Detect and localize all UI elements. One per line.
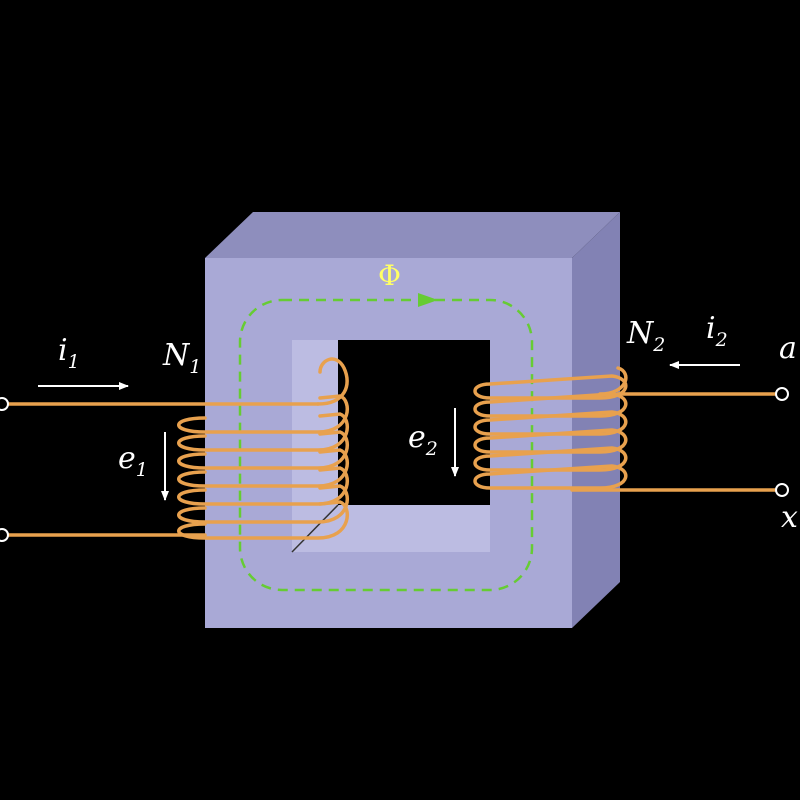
primary-winding-turn [177, 466, 349, 506]
secondary-winding-turn [473, 410, 628, 436]
secondary-winding-turn [473, 464, 628, 490]
secondary-winding-turn [598, 366, 628, 396]
primary-winding-turn [177, 448, 349, 488]
primary-winding-turn [177, 430, 349, 470]
secondary-winding-turn [473, 446, 628, 472]
core-side-face [572, 212, 620, 628]
primary-winding-turn [177, 412, 349, 452]
flux-label: Φ [378, 259, 401, 292]
primary-turns-label: N1 [162, 338, 201, 378]
secondary-winding [473, 366, 778, 492]
primary-winding-turn [177, 394, 349, 434]
terminal-a-icon [775, 387, 789, 401]
primary-winding-turn [316, 357, 349, 406]
secondary-turns-label: N2 [626, 316, 665, 356]
primary-winding-turn [177, 500, 349, 540]
window-left-face [292, 340, 338, 552]
flux-direction-icon [418, 293, 438, 307]
secondary-winding-turn [473, 428, 628, 454]
window-edge [291, 504, 339, 553]
terminal-a-label: a [779, 331, 797, 366]
window-bottom-face [292, 505, 490, 552]
transformer-core [205, 212, 620, 628]
secondary-winding-turn [473, 374, 628, 400]
primary-bottom-terminal-icon [0, 528, 9, 542]
secondary-current-label: i2 [706, 311, 728, 351]
flux-path: Φ [238, 259, 534, 592]
primary-top-terminal-icon [0, 397, 9, 411]
terminal-x-icon [775, 483, 789, 497]
secondary-winding-turn [473, 392, 628, 418]
primary-emf-label: e1 [118, 441, 148, 481]
terminal-x-label: x [781, 500, 798, 535]
primary-winding [3, 357, 349, 540]
core-front-face [205, 258, 572, 628]
primary-current-label: i1 [58, 333, 80, 373]
core-top-face [205, 212, 620, 258]
primary-winding-turn [177, 484, 349, 524]
secondary-emf-label: e2 [408, 420, 438, 460]
